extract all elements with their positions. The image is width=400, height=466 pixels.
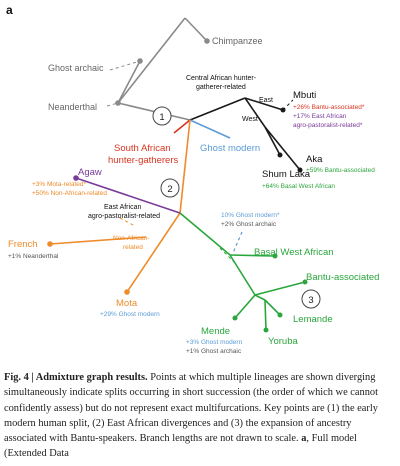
non-african-dash (119, 217, 136, 227)
caption-panel-a: a (301, 433, 307, 445)
caption-text: Points at which multiple lineages are sh… (4, 372, 378, 445)
node-dot (302, 279, 308, 285)
label-shum-laka-note: +64% Basal West African (262, 183, 335, 190)
label-ghost-note2: +2% Ghost archaic (221, 221, 277, 228)
figure-caption: Fig. 4 | Admixture graph results. Points… (4, 370, 396, 462)
label-yoruba: Yoruba (268, 336, 298, 347)
archaic-branches (117, 17, 208, 121)
label-mende: Mende (201, 326, 230, 337)
node-dot (272, 253, 278, 259)
label-non-african-1: Non-African- (113, 235, 149, 242)
label-mbuti-note3: agro-pastoralist-related* (293, 122, 363, 129)
label-mbuti-note1: +26% Bantu-associated* (293, 104, 365, 111)
label-east-african-1: East African (104, 204, 141, 211)
node-dot (73, 175, 79, 181)
label-mende-note1: +3% Ghost modern (186, 339, 243, 346)
panel-label: a (6, 3, 13, 17)
label-shum-laka: Shum Laka (262, 169, 311, 180)
key-point-label-1: 1 (159, 112, 164, 123)
label-south-african-1: South African (114, 143, 171, 154)
label-central-african: Central African hunter- (186, 75, 257, 82)
caption-lead: Fig. 4 | Admixture graph results. (4, 372, 148, 383)
label-chimpanzee: Chimpanzee (212, 36, 263, 46)
node-dot (277, 152, 283, 158)
label-mota-note: +29% Ghost modern (100, 311, 160, 318)
label-ghost-note1: 10% Ghost modern* (221, 212, 280, 219)
node-dot (297, 167, 303, 173)
ghost-modern-branch (189, 119, 231, 139)
archaic-dashes (106, 60, 141, 107)
node-dot (277, 312, 283, 318)
key-point-circle-2 (160, 178, 180, 198)
label-mota: Mota (116, 298, 138, 309)
node-dot (204, 38, 210, 44)
key-point-label-2: 2 (167, 184, 172, 195)
label-ghost-modern: Ghost modern (200, 143, 260, 154)
label-mbuti: Mbuti (293, 90, 316, 101)
label-mende-note2: +1% Ghost archaic (186, 348, 242, 355)
key-point-circle-1 (152, 106, 172, 126)
label-non-african-2: related (123, 244, 143, 251)
label-east: East (259, 97, 273, 104)
label-west: West (242, 116, 258, 123)
main-spine (49, 119, 191, 293)
label-bantu-associated: Bantu-associated (306, 272, 379, 283)
label-lemande: Lemande (293, 314, 333, 325)
node-dot (232, 315, 238, 321)
node-dot (137, 58, 143, 64)
central-african-branches (189, 97, 301, 171)
label-aka-note: +59% Bantu-associated (306, 167, 375, 174)
node-dot (263, 327, 269, 333)
label-aka: Aka (306, 154, 323, 165)
label-mbuti-note2: +17% East African (293, 113, 347, 120)
south-african-branch (173, 119, 191, 134)
label-east-african-2: agro-pastoralist-related (88, 213, 160, 220)
key-point-circle-3 (301, 289, 321, 309)
label-south-african-2: hunter-gatherers (108, 155, 178, 166)
key-point-label-3: 3 (308, 295, 313, 306)
label-french-note: +1% Neanderthal (8, 253, 59, 260)
label-agaw-note2: +50% Non-African-related (32, 190, 107, 197)
caption-tail: , Full model (Extended Data (4, 433, 357, 460)
node-dot (124, 289, 130, 295)
node-dot (280, 107, 286, 113)
label-agaw-note1: +3% Mota-related* (32, 181, 86, 188)
label-neanderthal: Neanderthal (48, 102, 97, 112)
east-african-branches (75, 177, 181, 214)
label-ghost-archaic: Ghost archaic (48, 63, 104, 73)
ghost-modern-dash (232, 231, 243, 254)
label-basal-west-african: Basal West African (254, 247, 334, 258)
west-african-branches (179, 212, 306, 331)
label-agaw: Agaw (78, 167, 102, 178)
node-dot (115, 100, 121, 106)
node-dot (47, 241, 53, 247)
label-central-african-2: gatherer-related (196, 84, 246, 91)
label-french: French (8, 239, 38, 250)
admixture-graph: a Chimpanzee Ghost archaic Neanderthal C… (6, 3, 379, 355)
